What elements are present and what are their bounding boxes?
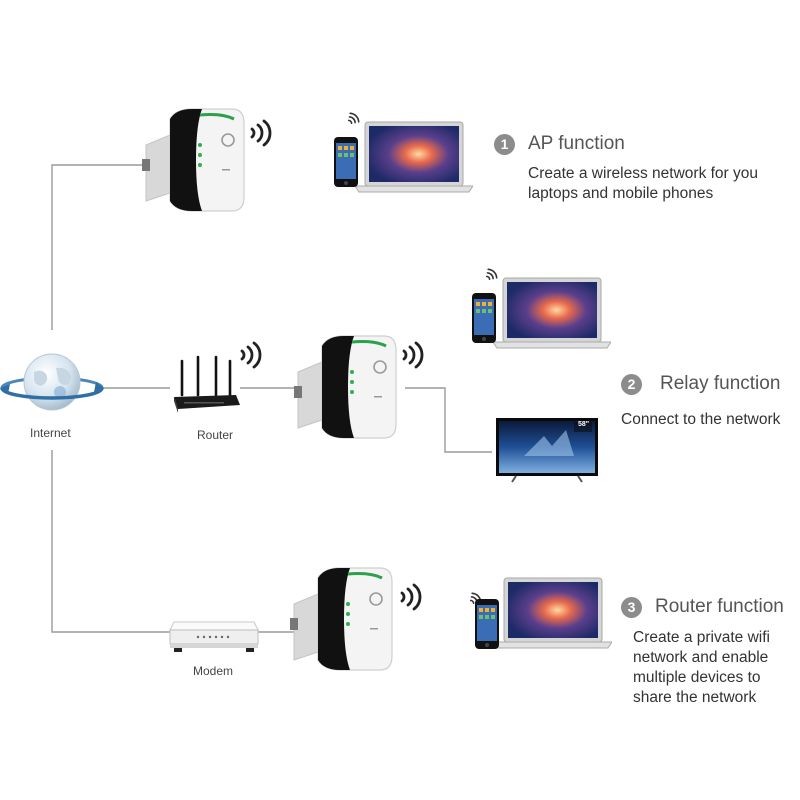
line-repeater-to-tv (405, 387, 492, 453)
repeater-icon (294, 335, 397, 439)
line-internet-to-ap (51, 164, 150, 330)
wifi-signal-icon (347, 112, 360, 125)
function-3-title: Router function (655, 596, 784, 617)
laptop-icon (493, 277, 611, 349)
function-3-number: 3 (621, 597, 642, 618)
laptop-icon (494, 577, 612, 649)
line-internet-to-modem (51, 450, 170, 633)
function-2-number: 2 (621, 374, 642, 395)
tv-size-badge: 58" (578, 421, 590, 428)
function-1-title: AP function (528, 133, 625, 154)
function-2-title: Relay function (660, 373, 781, 394)
wifi-signal-icon (402, 341, 424, 369)
function-2-description: Connect to the network (621, 411, 781, 428)
laptop-icon (355, 121, 473, 193)
phone-icon (472, 293, 496, 343)
wifi-signal-icon (400, 583, 422, 611)
internet-label: Internet (30, 426, 71, 440)
router-icon (174, 355, 240, 413)
wifi-signal-icon (240, 341, 262, 369)
modem-icon (169, 621, 259, 652)
function-1-number: 1 (494, 134, 515, 155)
phone-icon (475, 599, 499, 649)
tv-icon (496, 418, 598, 483)
router-label: Router (197, 428, 234, 442)
repeater-icon (290, 567, 393, 671)
wifi-signal-icon (485, 268, 498, 281)
phone-icon (334, 137, 358, 187)
wifi-signal-icon (250, 119, 272, 147)
modem-label: Modem (193, 664, 234, 678)
repeater-icon (142, 108, 245, 212)
function-3-description: Create a private wifi network and enable… (633, 629, 770, 706)
globe-icon (0, 353, 104, 411)
function-1-description: Create a wireless network for you laptop… (528, 165, 759, 202)
